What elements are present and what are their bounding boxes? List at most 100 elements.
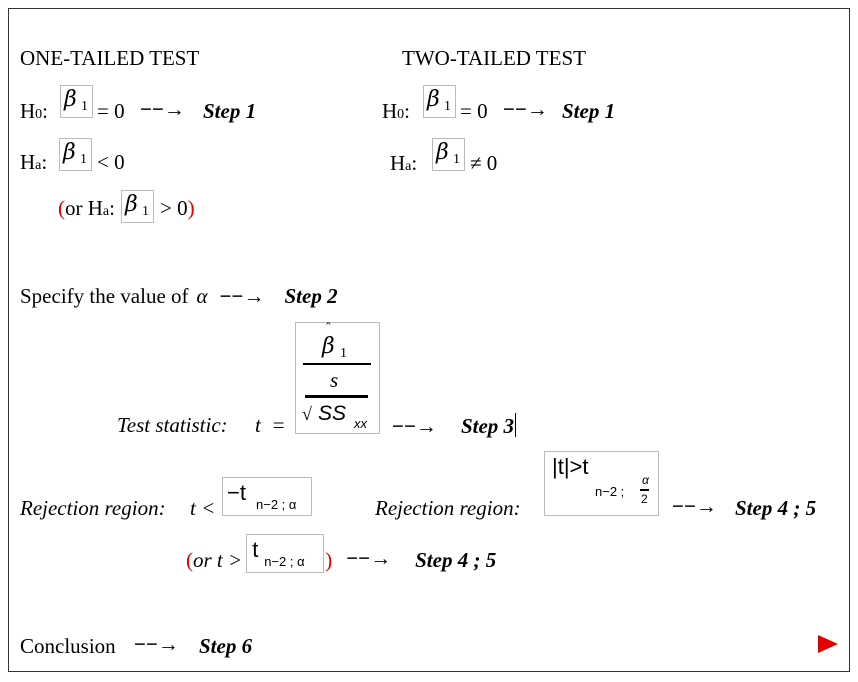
fraction-bar <box>640 489 649 491</box>
step-4-5-label: Step 4 ; 5 <box>735 496 817 520</box>
colon: : <box>41 150 48 174</box>
alpha-symbol: α <box>196 284 208 308</box>
h-letter: H <box>20 150 36 174</box>
ss-symbol: SS <box>318 402 347 425</box>
arrow-icon: −−→ <box>672 494 717 518</box>
h-sub: a <box>35 158 42 173</box>
beta-symbol: β <box>436 140 449 165</box>
or-text: or t > <box>193 548 243 572</box>
colon: : <box>411 151 418 175</box>
colon: : <box>42 99 49 123</box>
relation: > 0 <box>159 196 188 220</box>
alpha-symbol: α <box>642 473 649 487</box>
critical-value-box: |t|>t n−2 ; α 2 <box>544 451 659 516</box>
beta-sub: 1 <box>444 99 451 114</box>
h-sub: 0 <box>35 107 43 122</box>
step-6-label: Step 6 <box>199 634 253 658</box>
t-less-than: t < <box>190 496 216 520</box>
beta-sub: 1 <box>80 152 87 167</box>
t-equals: t = <box>255 413 286 437</box>
alpha-text: Specify the value of <box>20 284 189 308</box>
t-symbol: t <box>252 537 259 562</box>
one-h0-label: H0: <box>20 101 48 122</box>
beta-symbol: β <box>427 87 440 112</box>
slide-frame <box>8 8 850 672</box>
two-h0-relation: = 0 <box>460 99 488 123</box>
or-ha-relation: > 0) <box>160 198 195 219</box>
rejection-region-label: Rejection region: <box>375 496 521 520</box>
step-1-label: Step 1 <box>203 99 257 123</box>
beta-symbol: β <box>63 140 76 165</box>
text-cursor <box>515 413 517 437</box>
step-1-label: Step 1 <box>562 99 616 123</box>
h-letter: H <box>382 99 398 123</box>
paren-open: ( <box>58 196 65 220</box>
h-letter: H <box>20 99 36 123</box>
two-ha-relation: ≠ 0 <box>470 151 498 175</box>
beta-symbol: β <box>124 192 138 217</box>
step-2-label: Step 2 <box>284 284 338 308</box>
df-alpha-sub: n−2 ; α <box>256 497 297 512</box>
one-tailed-heading: ONE-TAILED TEST <box>20 46 200 70</box>
beta-sub: 1 <box>141 204 149 219</box>
beta-sub: 1 <box>340 346 347 361</box>
step-3-label: Step 3 <box>460 414 515 438</box>
beta-symbol: β <box>64 87 77 112</box>
alpha-row: Specify the value of α −−→ Step 2 <box>20 286 338 307</box>
critical-value-box: −t n−2 ; α <box>222 477 312 516</box>
s-symbol: s <box>330 368 339 392</box>
t-formula-box: ˆ β 1 s √ SS xx <box>295 322 380 434</box>
arrow-icon: −−→ <box>503 97 548 121</box>
critical-value-box: t n−2 ; α <box>246 534 325 573</box>
fraction-bar <box>305 395 368 398</box>
colon: : <box>404 99 411 123</box>
paren-close: ) <box>325 548 333 572</box>
arrow-icon: −−→ <box>392 414 437 438</box>
minus-t: −t <box>227 480 246 505</box>
step-3-row: −−→ Step 3 <box>392 413 517 438</box>
arrow-icon: −−→ <box>140 97 185 121</box>
rejection-region-label: Rejection region: <box>20 496 166 520</box>
beta-sub: 1 <box>453 152 460 167</box>
h-sub: a <box>102 204 110 219</box>
h-letter: H <box>390 151 406 175</box>
or-ha-label: (or Ha: <box>58 198 115 219</box>
df-sub: n−2 ; <box>595 484 625 499</box>
paren-close: ) <box>187 196 195 220</box>
arrow-icon: −−→ <box>346 546 392 570</box>
h-sub: 0 <box>397 107 405 122</box>
abs-t: |t|>t <box>552 454 589 479</box>
fraction-bar <box>303 363 371 365</box>
one-ha-label: Ha: <box>20 152 47 173</box>
ss-sub: xx <box>354 416 367 431</box>
or-t-label: (or t > <box>186 550 242 571</box>
beta-sub: 1 <box>81 99 88 114</box>
df-alpha-sub: n−2 ; α <box>264 554 305 569</box>
next-slide-icon[interactable] <box>817 634 839 654</box>
two-h0-label: H0: <box>382 101 410 122</box>
h-sub: a <box>405 159 412 174</box>
test-statistic-label: Test statistic: <box>117 413 228 437</box>
or-t-row: (or t > t n−2 ; α ) −−→ Step 4 ; 5 <box>186 534 496 573</box>
arrow-icon: −−→ <box>134 632 179 656</box>
one-h0-relation: = 0 <box>97 99 125 123</box>
conclusion-text: Conclusion <box>20 634 116 658</box>
two-ha-label: Ha: <box>390 153 417 174</box>
paren-open: ( <box>186 548 193 572</box>
sqrt-icon: √ <box>302 404 312 424</box>
step-4-5-label: Step 4 ; 5 <box>415 548 497 572</box>
beta-symbol: β <box>322 334 335 359</box>
two-symbol: 2 <box>641 492 648 506</box>
hat-symbol: ˆ <box>326 321 331 336</box>
or-text: or H <box>65 196 103 220</box>
two-tailed-heading: TWO-TAILED TEST <box>402 46 586 70</box>
colon: : <box>109 196 115 220</box>
one-ha-relation: < 0 <box>97 150 125 174</box>
arrow-icon: −−→ <box>219 284 265 308</box>
